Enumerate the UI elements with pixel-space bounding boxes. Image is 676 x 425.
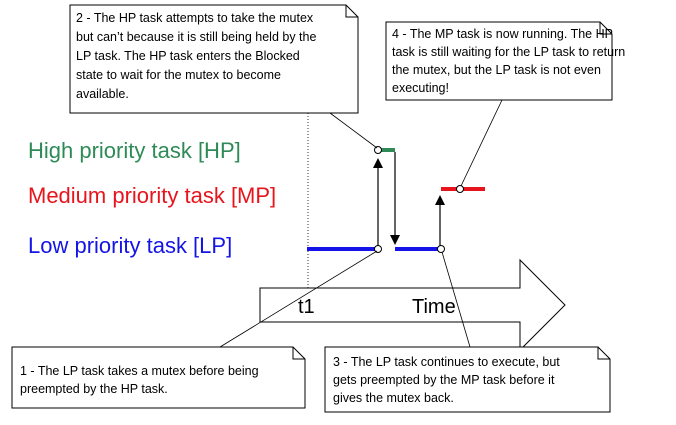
hp-task-label: High priority task [HP] [28, 138, 241, 163]
lp-event-marker-1 [374, 245, 382, 253]
note-3-line-2: gets preempted by the MP task before it [333, 373, 555, 387]
note-1: 1 - The LP task takes a mutex before bei… [11, 346, 306, 409]
lp-task-label: Low priority task [LP] [28, 233, 232, 258]
note2-pointer [329, 112, 378, 149]
note-1-line-2: preempted by the HP task. [20, 382, 168, 396]
note-1-line-1: 1 - The LP task takes a mutex before bei… [20, 364, 259, 378]
lp-event-marker-2 [437, 245, 445, 253]
note-4-line-3: the mutex, but the LP task is not even [392, 63, 601, 77]
note-2-line-3: LP task. The HP task enters the Blocked [76, 49, 300, 63]
note3-pointer [441, 251, 471, 348]
mp-event-marker [456, 185, 464, 193]
note4-pointer [460, 99, 503, 187]
time-label: Time [412, 296, 456, 318]
t1-label: t1 [298, 296, 315, 318]
note-2-line-5: available. [76, 87, 129, 101]
time-axis-arrow [259, 258, 566, 352]
note-3: 3 - The LP task continues to execute, bu… [324, 346, 611, 413]
note1-pointer [219, 250, 378, 348]
note-3-line-1: 3 - The LP task continues to execute, bu… [333, 355, 560, 369]
hp-event-marker [374, 146, 382, 154]
note-2-line-1: 2 - The HP task attempts to take the mut… [76, 11, 314, 25]
note-2-line-2: but can’t because it is still being held… [76, 30, 316, 44]
note-2: 2 - The HP task attempts to take the mut… [69, 4, 359, 114]
note-4-line-1: 4 - The MP task is now running. The HP [392, 27, 613, 41]
note-3-line-3: gives the mutex back. [333, 391, 454, 405]
note-2-line-4: state to wait for the mutex to become [76, 68, 281, 82]
note-4-line-2: task is still waiting for the LP task to… [392, 45, 625, 59]
note-4: 4 - The MP task is now running. The HP t… [385, 21, 625, 101]
mp-task-label: Medium priority task [MP] [28, 183, 276, 208]
note-4-line-4: executing! [392, 81, 449, 95]
